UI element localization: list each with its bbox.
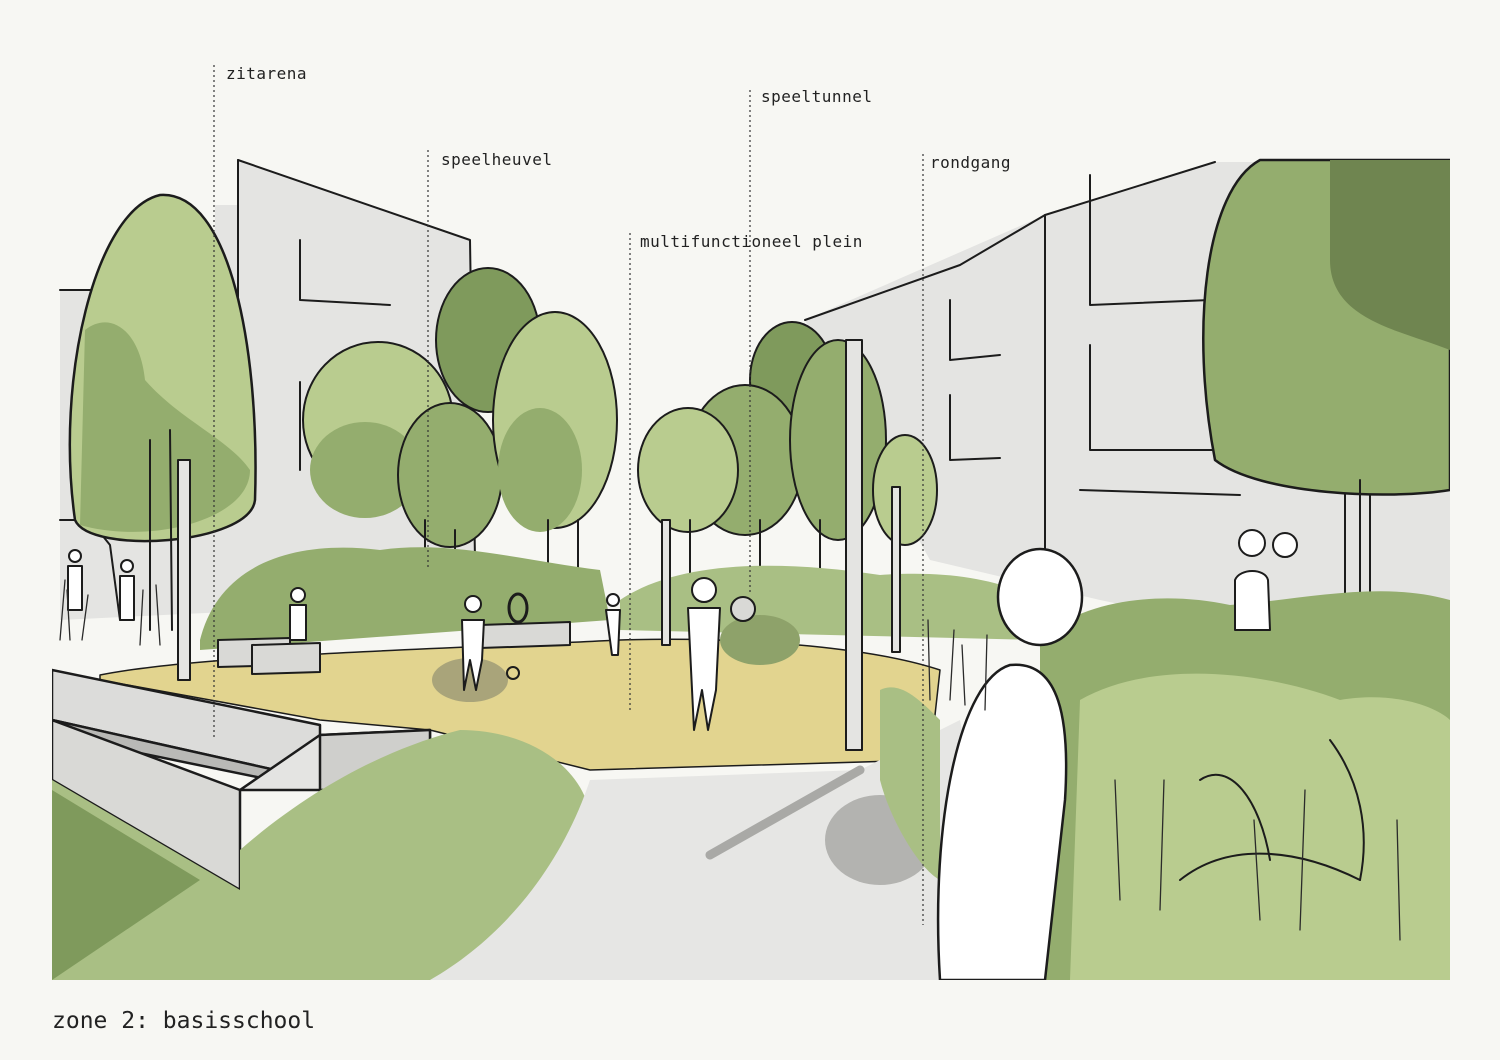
seating-blocks xyxy=(217,621,571,675)
poles xyxy=(177,339,901,751)
label-zitarena: zitarena xyxy=(226,64,308,83)
foreground-person xyxy=(936,547,1084,980)
play-tunnel xyxy=(730,596,756,622)
left-tree xyxy=(68,193,257,631)
plaza-shadow xyxy=(432,658,508,702)
ball xyxy=(506,666,520,680)
grass-strokes xyxy=(59,579,1401,941)
hedges xyxy=(200,547,1040,650)
tire-swing xyxy=(507,592,529,624)
label-rondgang: rondgang xyxy=(930,153,1012,172)
label-speelheuvel: speelheuvel xyxy=(441,150,553,169)
right-tree xyxy=(1202,158,1450,641)
page-caption: zone 2: basisschool xyxy=(52,1008,316,1034)
leader-lines xyxy=(213,65,924,925)
right-planting xyxy=(880,591,1450,980)
zitarena-steps xyxy=(52,668,432,892)
front-lawn xyxy=(52,730,592,980)
people xyxy=(67,529,1298,731)
label-multifunctioneel-plein: multifunctioneel plein xyxy=(640,232,863,251)
label-speeltunnel: speeltunnel xyxy=(761,87,873,106)
